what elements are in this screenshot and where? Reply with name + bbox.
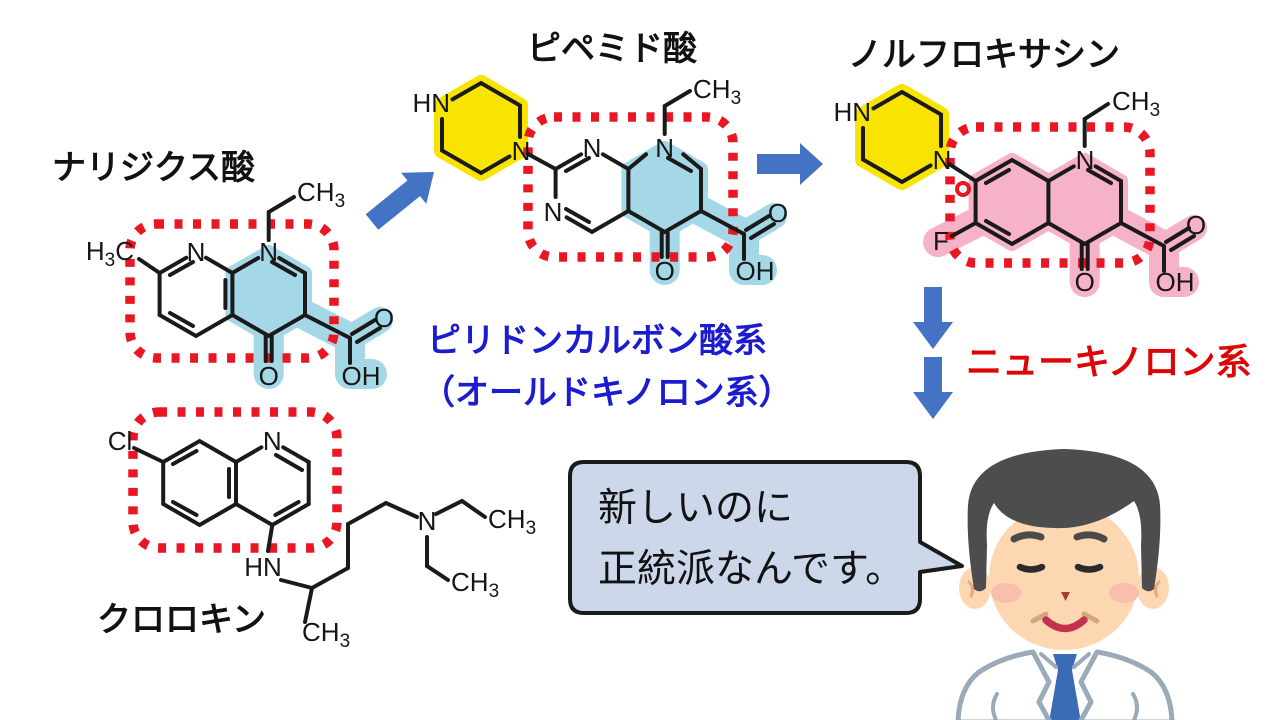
arrow-down-icon-1 (913, 287, 953, 349)
nalidixic-oh-label: OH (342, 361, 381, 391)
doctor-mouth (1042, 616, 1088, 633)
chloroquine-ring-n-label: N (263, 426, 282, 456)
chloroquine-dashed-box (128, 407, 342, 553)
doctor-nose (1061, 592, 1070, 601)
pipemidic-piperazine-n-label: N (512, 136, 531, 166)
arrow-right-icon (757, 143, 823, 185)
pipemidic-ketone-o-label: O (655, 256, 675, 286)
norfloxacin-acid-o-label: O (1186, 210, 1206, 240)
norfloxacin-f-label: F (933, 226, 949, 256)
norfloxacin-oh-label: OH (1156, 267, 1195, 297)
doctor-coat-right (1078, 649, 1175, 720)
speech-bubble-shape (568, 460, 964, 615)
doctor-hair (967, 449, 1161, 592)
pipemidic-oh-label: OH (736, 256, 775, 286)
speech-line1: 新しいのに (598, 487, 793, 530)
nalidixic-acid-title: ナリジクス酸 (52, 149, 256, 187)
chloroquine-cl-label: Cl (108, 426, 133, 456)
norfloxacin-title: ノルフロキサシン (848, 36, 1120, 74)
chloroquine-ethyl2-label: CH3 (451, 567, 499, 602)
norfloxacin-piperazine-n-label: N (933, 145, 952, 175)
nalidixic-dashed-box (125, 219, 339, 363)
pipemidic-acid-title: ピペミド酸 (527, 30, 698, 68)
nalidixic-methyl-label: H3C (86, 236, 134, 271)
nalidixic-ring-n8-label: N (259, 237, 278, 267)
chloroquine-methyl-label: CH3 (302, 617, 350, 652)
nalidixic-ring-n1-label: N (187, 237, 206, 267)
pipemidic-ring-n1-label: N (544, 197, 563, 227)
old-quinolone-class-label-line2: （オールドキノロン系） (421, 373, 793, 412)
pipemidic-acid-structure: ピペミド酸 (412, 30, 788, 286)
chloroquine-bonds (132, 438, 487, 624)
pipemidic-piperazine-hn-label: HN (412, 88, 450, 118)
doctor-eyebrows (1010, 531, 1108, 543)
pipemidic-acid-o-label: O (768, 198, 788, 228)
old-quinolone-class-label-line1: ピリドンカルボン酸系 (427, 322, 767, 360)
arrow-up-right-icon (365, 172, 434, 230)
norfloxacin-ketone-o-label: O (1075, 267, 1095, 297)
arrow-down-icon-2 (913, 357, 953, 419)
nalidixic-bonds (137, 195, 382, 365)
nalidixic-ethyl-label: CH3 (297, 177, 345, 212)
new-quinolone-class-label: ニューキノロン系 (966, 341, 1251, 382)
doctor-left-blush (991, 583, 1021, 603)
nalidixic-acid-o-label: O (374, 303, 394, 333)
chloroquine-title: クロロキン (97, 601, 266, 639)
nalidixic-ketone-o-label: O (259, 361, 279, 391)
doctor-closed-eyes (1016, 563, 1104, 573)
pipemidic-ring-n8-label: N (655, 133, 674, 163)
chloroquine-structure: Cl N HN CH3 N CH3 CH3 クロロキン (97, 407, 536, 652)
doctor-coat-left (955, 649, 1052, 720)
norfloxacin-piperazine-hn-label: HN (833, 97, 871, 127)
doctor-ear-lines (967, 580, 1161, 598)
pipemidic-dashed-box (523, 112, 738, 262)
doctor-collar-lines (1039, 652, 1091, 669)
pipemidic-bonds (440, 80, 776, 261)
chloroquine-ethyl1-label: CH3 (488, 504, 536, 539)
norfloxacin-bonds (861, 89, 1196, 273)
doctor-tie-knot (1053, 654, 1077, 670)
nalidixic-acid-structure: ナリジクス酸 (52, 149, 394, 391)
pipemidic-ethyl-label: CH3 (693, 74, 741, 109)
doctor-smile-wrinkles (1030, 611, 1100, 624)
norfloxacin-structure: ノルフロキサシン (833, 36, 1207, 297)
doctor-body (955, 649, 1175, 720)
chloroquine-hn-label: HN (244, 552, 282, 582)
norfloxacin-dashed-box (945, 122, 1155, 268)
speech-bubble: 新しいのに 正統派なんです。 (568, 460, 964, 615)
norfloxacin-ethyl-label: CH3 (1112, 86, 1160, 121)
speech-line2: 正統派なんです。 (598, 548, 904, 591)
chloroquine-amine-n-label: N (418, 506, 437, 536)
pipemidic-ring-n3-label: N (583, 133, 602, 163)
norfloxacin-ring-n1-label: N (1076, 145, 1095, 175)
doctor-right-blush (1109, 583, 1139, 603)
norfloxacin-dash-dot-circle (955, 181, 971, 197)
doctor-character (955, 449, 1175, 720)
doctor-tie-blade (1049, 670, 1081, 720)
